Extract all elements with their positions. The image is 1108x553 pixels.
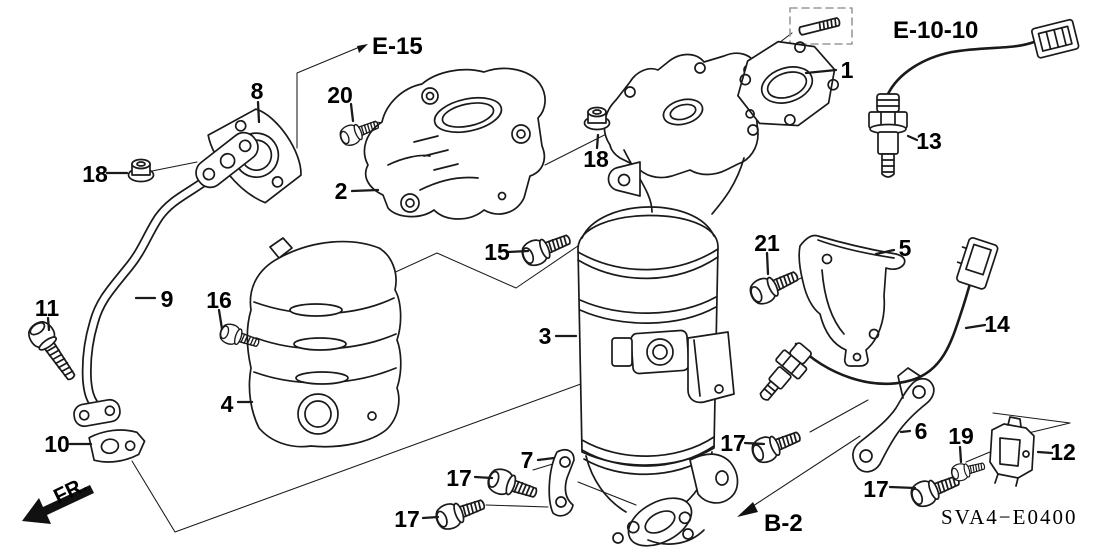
ref-label-e10-10[interactable]: E-10-10: [893, 17, 978, 44]
ref-b2: B-2: [737, 435, 861, 537]
callout-14[interactable]: 14: [984, 311, 1010, 337]
callout-10[interactable]: 10: [44, 431, 70, 457]
ref-label-b2[interactable]: B-2: [764, 510, 803, 537]
part-2-converter-cover-upper: [363, 67, 546, 220]
callout-19[interactable]: 19: [948, 423, 974, 449]
ref-e15: E-15: [357, 33, 423, 60]
part-5-cover-bracket: [798, 234, 906, 367]
part-1-gasket: [737, 40, 840, 127]
callout-5[interactable]: 5: [899, 235, 912, 261]
part-7-stay: [548, 449, 575, 517]
callout-21[interactable]: 21: [754, 230, 780, 256]
bolt-21: [745, 263, 803, 309]
part-14-oxygen-sensor: [759, 237, 999, 401]
callout-3[interactable]: 3: [539, 323, 552, 349]
bolt-17a: [747, 423, 805, 467]
callout-18b[interactable]: 18: [583, 146, 609, 172]
callout-17d[interactable]: 17: [863, 476, 889, 502]
callout-15[interactable]: 15: [484, 239, 510, 265]
fr-indicator: FR.: [22, 473, 94, 524]
callout-8[interactable]: 8: [251, 78, 264, 104]
part-12-clamp: [989, 416, 1035, 487]
callout-6[interactable]: 6: [915, 418, 928, 444]
stud-bolt-art: [798, 17, 841, 36]
fr-arrow-icon: [22, 485, 94, 524]
callout-18a[interactable]: 18: [82, 161, 108, 187]
callout-1[interactable]: 1: [841, 57, 854, 83]
part-3-converter-assembly: [577, 52, 769, 547]
callout-17b[interactable]: 17: [446, 465, 472, 491]
callout-leaders: [46, 68, 1054, 520]
nut-18a: [127, 158, 155, 183]
ref-e10-10: E-10-10: [789, 7, 978, 45]
part-6-stay: [852, 367, 935, 473]
callout-7[interactable]: 7: [521, 447, 534, 473]
nut-18b: [583, 106, 611, 131]
callout-17c[interactable]: 17: [394, 506, 420, 532]
e15-arrowhead-icon: [357, 44, 368, 53]
callout-16[interactable]: 16: [206, 287, 232, 313]
diagram-code: SVA4−E0400: [941, 505, 1077, 529]
callout-17a[interactable]: 17: [720, 430, 746, 456]
bolt-17c: [432, 491, 489, 534]
callout-13[interactable]: 13: [916, 128, 942, 154]
part-4-converter-cover-lower: [246, 237, 402, 448]
bolt-11: [23, 316, 84, 387]
callout-2[interactable]: 2: [335, 178, 348, 204]
callout-12[interactable]: 12: [1050, 439, 1076, 465]
e10-10-block-arrow-icon: [857, 14, 889, 44]
callout-11[interactable]: 11: [35, 295, 60, 321]
ref-label-e15[interactable]: E-15: [372, 33, 423, 60]
bolt-15: [517, 226, 575, 270]
stud-highlight-box: [789, 7, 853, 45]
callouts: 8 20 18 2 11 9 16 4 10 15 18 3 1 13 21 5…: [35, 57, 1076, 532]
callout-9[interactable]: 9: [161, 286, 174, 312]
b2-arrowhead-icon: [737, 502, 758, 517]
part-13-oxygen-sensor: [868, 18, 1080, 178]
part-10-gasket: [88, 429, 146, 463]
callout-4[interactable]: 4: [221, 391, 234, 417]
part-9-pipe: [73, 131, 259, 428]
callout-20[interactable]: 20: [327, 82, 353, 108]
